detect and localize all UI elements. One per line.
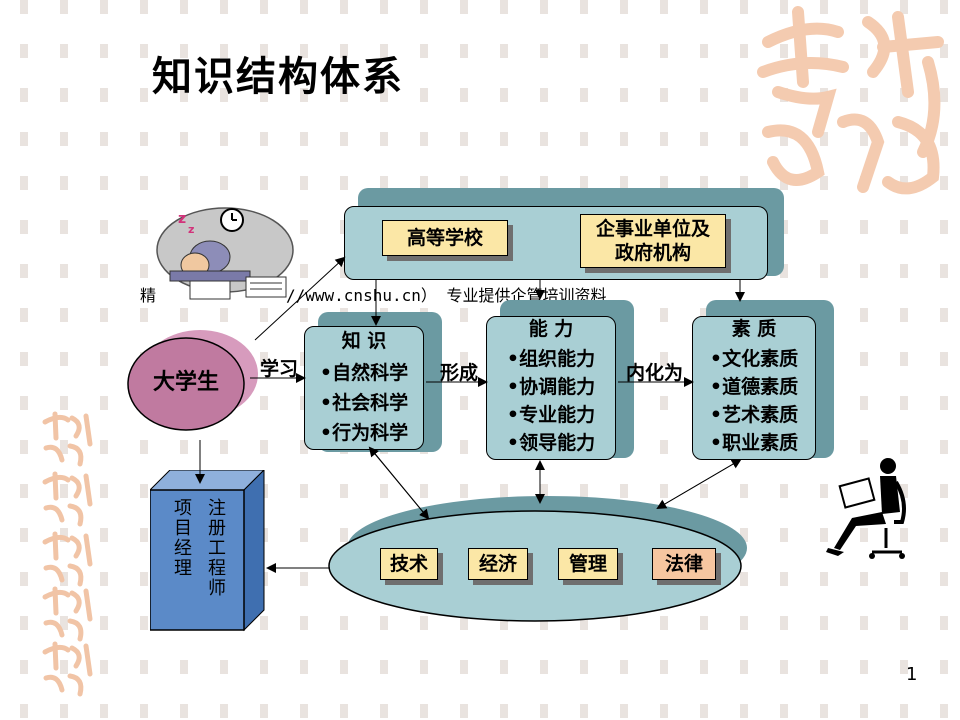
knowledge-item: •行为科学 — [319, 422, 409, 444]
quality-item: •道德素质 — [709, 376, 799, 398]
law-chip: 法律 — [652, 548, 716, 580]
ability-box — [486, 316, 616, 460]
internalize-label: 内化为 — [626, 362, 684, 384]
calligraphy-decoration — [757, 6, 944, 195]
stamp-decoration — [42, 586, 93, 642]
page-number: 1 — [906, 664, 918, 685]
career-line1: 注册工程师 — [205, 498, 226, 598]
disciplines-ellipse — [328, 496, 747, 622]
enterprise-line1: 企事业单位及 — [595, 218, 710, 240]
stamp-decoration — [42, 531, 93, 587]
page-title: 知识结构体系 — [152, 54, 404, 100]
svg-text:z: z — [178, 211, 186, 227]
knowledge-box — [304, 326, 424, 450]
stamp-decoration — [42, 471, 93, 527]
career-line2: 项目经理 — [171, 498, 192, 578]
economy-chip: 经济 — [468, 548, 528, 580]
career-box-shape — [150, 470, 265, 632]
quality-header: 素 质 — [731, 318, 777, 340]
knowledge-header: 知 识 — [341, 330, 387, 352]
quality-item: •艺术素质 — [709, 404, 799, 426]
man-in-chair-clipart — [826, 458, 906, 559]
sleeping-student-clipart: z z — [156, 207, 294, 300]
quality-item: •职业素质 — [709, 432, 799, 454]
knowledge-item: •社会科学 — [319, 392, 409, 414]
knowledge-item: •自然科学 — [319, 362, 409, 384]
ability-item: •专业能力 — [506, 404, 596, 426]
ability-header: 能 力 — [528, 318, 574, 340]
student-node-shape — [127, 330, 258, 431]
stamp-decoration — [42, 411, 93, 467]
form-label: 形成 — [440, 362, 479, 384]
stamp-decoration — [42, 641, 93, 697]
school-chip: 高等学校 — [382, 220, 508, 256]
quality-box — [692, 316, 816, 460]
ability-item: •组织能力 — [506, 348, 596, 370]
ability-item: •协调能力 — [506, 376, 596, 398]
quality-item: •文化素质 — [709, 348, 799, 370]
enterprise-line2: 政府机构 — [614, 242, 691, 264]
ability-item: •领导能力 — [506, 432, 596, 454]
watermark-caption-left: 精 — [140, 286, 157, 305]
tech-chip: 技术 — [380, 548, 438, 580]
enterprise-chip: 企事业单位及 政府机构 — [580, 214, 726, 268]
student-label: 大学生 — [152, 370, 219, 395]
svg-text:z: z — [188, 223, 194, 236]
learn-label: 学习 — [260, 358, 299, 380]
management-chip: 管理 — [558, 548, 618, 580]
